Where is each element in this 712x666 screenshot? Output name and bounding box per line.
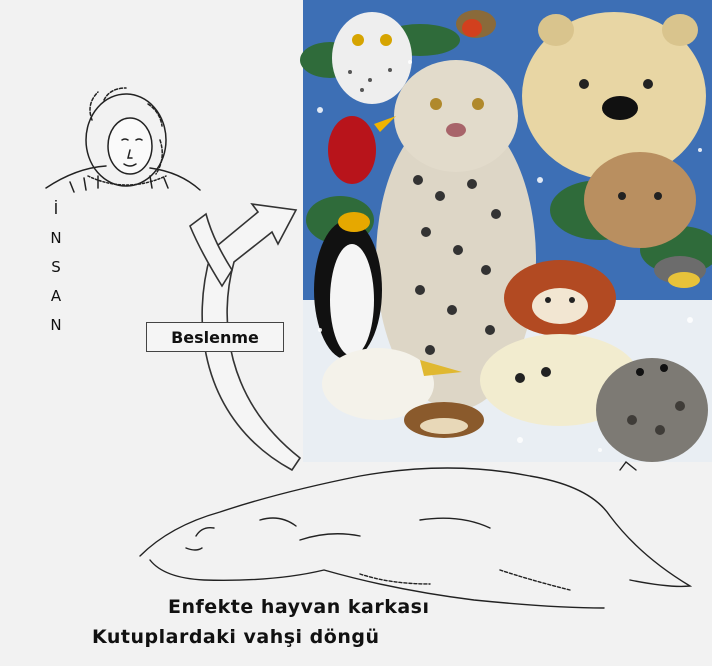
grey-seal: [596, 358, 708, 462]
nutrition-label: Beslenme: [146, 322, 284, 352]
snowy-owl: [332, 12, 412, 104]
human-letter: S: [51, 258, 61, 277]
human-letter: A: [51, 287, 61, 306]
human-letter: N: [50, 316, 61, 335]
human-letter: İ: [54, 200, 58, 219]
lemming: [404, 402, 484, 438]
arctic-animals-illustration: [300, 0, 712, 462]
infected-carcass-caption: Enfekte hayvan karkası: [168, 596, 429, 618]
red-panda: [504, 260, 616, 336]
human-letter: N: [50, 229, 61, 248]
lynx: [584, 152, 696, 248]
eskimo-person-icon: [46, 88, 200, 192]
arctic-cycle-caption: Kutuplardaki vahşi döngü: [92, 626, 380, 648]
polar-bear-carcass-sketch: [140, 462, 690, 608]
robin-bird: [456, 10, 496, 38]
human-vertical-label: İ N S A N: [44, 200, 68, 335]
polar-bear-head: [522, 12, 706, 180]
